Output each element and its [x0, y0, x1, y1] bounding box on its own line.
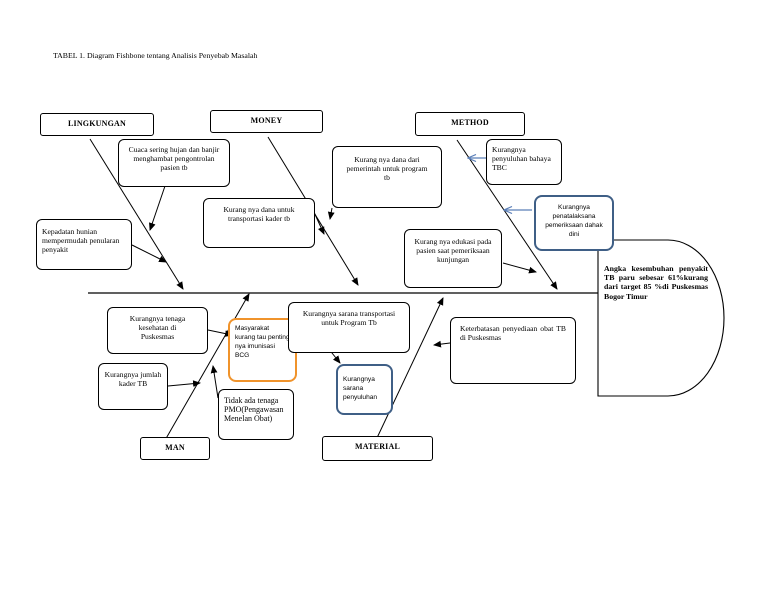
cause-kader: Kurangnya jumlah kader TB — [98, 363, 168, 410]
cause-penatalaksana: Kurangnya penatalaksana pemeriksaan daha… — [534, 195, 614, 251]
diagram-caption: TABEL 1. Diagram Fishbone tentang Analis… — [53, 51, 258, 60]
category-material: MATERIAL — [322, 436, 433, 461]
arrow-kader — [167, 380, 201, 388]
effect-head-shape — [597, 239, 725, 397]
category-man: MAN — [140, 437, 210, 460]
arrow-pmo — [210, 365, 219, 399]
category-money: MONEY — [210, 110, 323, 133]
arrow-edukasi — [502, 262, 537, 274]
arrow-cuaca — [149, 185, 166, 231]
effect-text: Angka kesembuhan penyakit TB paru sebesa… — [604, 264, 708, 301]
cause-penyuluhan: Kurangnya penyuluhan bahaya TBC — [486, 139, 562, 185]
bone-material — [375, 297, 444, 441]
cause-obat: Keterbatasan penyediaan obat TB di Puske… — [450, 317, 576, 384]
arrow-obat — [433, 340, 451, 348]
arrow-dana-program — [327, 207, 335, 220]
bone-lingkungan — [89, 138, 184, 290]
bone-method — [456, 139, 558, 290]
cause-dana-program: Kurang nya dana dari pemerintah untuk pr… — [332, 146, 442, 208]
cause-dana-kader: Kurang nya dana untuk transportasi kader… — [203, 198, 315, 248]
category-method: METHOD — [415, 112, 525, 136]
cause-sarana-transport: Kurangnya sarana transportasi untuk Prog… — [288, 302, 410, 353]
cause-masyarakat: Masyarakat kurang tau penting nya imunis… — [228, 318, 297, 382]
cause-pmo: Tidak ada tenaga PMO(Pengawasan Menelan … — [218, 389, 294, 440]
cause-cuaca: Cuaca sering hujan dan banjir menghambat… — [118, 139, 230, 187]
category-lingkungan: LINGKUNGAN — [40, 113, 154, 136]
cause-kepadatan: Kepadatan hunian mempermudah penularan p… — [36, 219, 132, 270]
cause-tenaga: Kurangnya tenaga kesehatan di Puskesmas — [107, 307, 208, 354]
cause-edukasi: Kurang nya edukasi pada pasien saat peme… — [404, 229, 502, 288]
cause-sarana-penyuluhan: Kurangnya sarana penyuluhan — [336, 364, 393, 415]
arrow-kepadatan — [131, 244, 167, 263]
